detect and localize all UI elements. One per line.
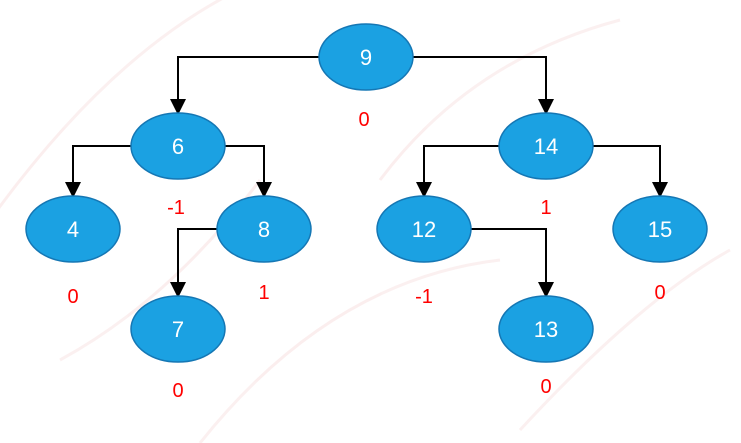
- node-ellipse: [318, 23, 414, 91]
- tree-node-15: 15: [612, 195, 708, 263]
- tree-node-12: 12: [376, 195, 472, 263]
- node-ellipse: [216, 195, 312, 263]
- tree-node-4: 4: [25, 195, 121, 263]
- node-key-label: 15: [648, 217, 672, 242]
- tree-node-6: 6: [130, 112, 226, 180]
- node-ellipse: [376, 195, 472, 263]
- node-ellipse: [25, 195, 121, 263]
- node-key-label: 14: [534, 134, 558, 159]
- balance-factor-13: 0: [540, 376, 551, 398]
- node-key-label: 7: [172, 317, 184, 342]
- balance-factor-9: 0: [358, 109, 369, 131]
- balance-factor-15: 0: [654, 282, 665, 304]
- node-key-label: 9: [360, 45, 372, 70]
- node-key-label: 13: [534, 317, 558, 342]
- balance-factor-4: 0: [67, 286, 78, 308]
- node-ellipse: [612, 195, 708, 263]
- balance-factor-7: 0: [172, 380, 183, 402]
- node-ellipse: [498, 112, 594, 180]
- balance-factor-8: 1: [258, 282, 269, 304]
- edge-n9-to-n14: [410, 56, 554, 115]
- tree-node-9: 9: [318, 23, 414, 91]
- edge-n14-to-n12: [416, 145, 502, 198]
- balance-factors: 0 -1 1 0 1 -1 0 0 0: [67, 109, 665, 402]
- edge-n6-to-n4: [65, 145, 134, 198]
- tree-node-13: 13: [498, 295, 594, 363]
- node-key-label: 4: [67, 217, 79, 242]
- node-key-label: 12: [412, 217, 436, 242]
- node-key-label: 8: [258, 217, 270, 242]
- edge-n8-to-n7: [170, 228, 220, 298]
- balance-factor-12: -1: [415, 286, 433, 308]
- edge-n9-to-n6: [170, 56, 322, 115]
- node-ellipse: [498, 295, 594, 363]
- edge-n14-to-n15: [590, 145, 668, 198]
- edge-n6-to-n8: [222, 145, 272, 198]
- tree-node-8: 8: [216, 195, 312, 263]
- node-ellipse: [130, 295, 226, 363]
- tree-node-7: 7: [130, 295, 226, 363]
- edge-n12-to-n13: [468, 228, 554, 298]
- balance-factor-6: -1: [167, 197, 185, 219]
- tree-nodes: 9 6 14 4 8 12 15 7 13: [25, 23, 708, 363]
- node-ellipse: [130, 112, 226, 180]
- tree-edges: [65, 56, 668, 298]
- balance-factor-14: 1: [540, 197, 551, 219]
- tree-node-14: 14: [498, 112, 594, 180]
- node-key-label: 6: [172, 134, 184, 159]
